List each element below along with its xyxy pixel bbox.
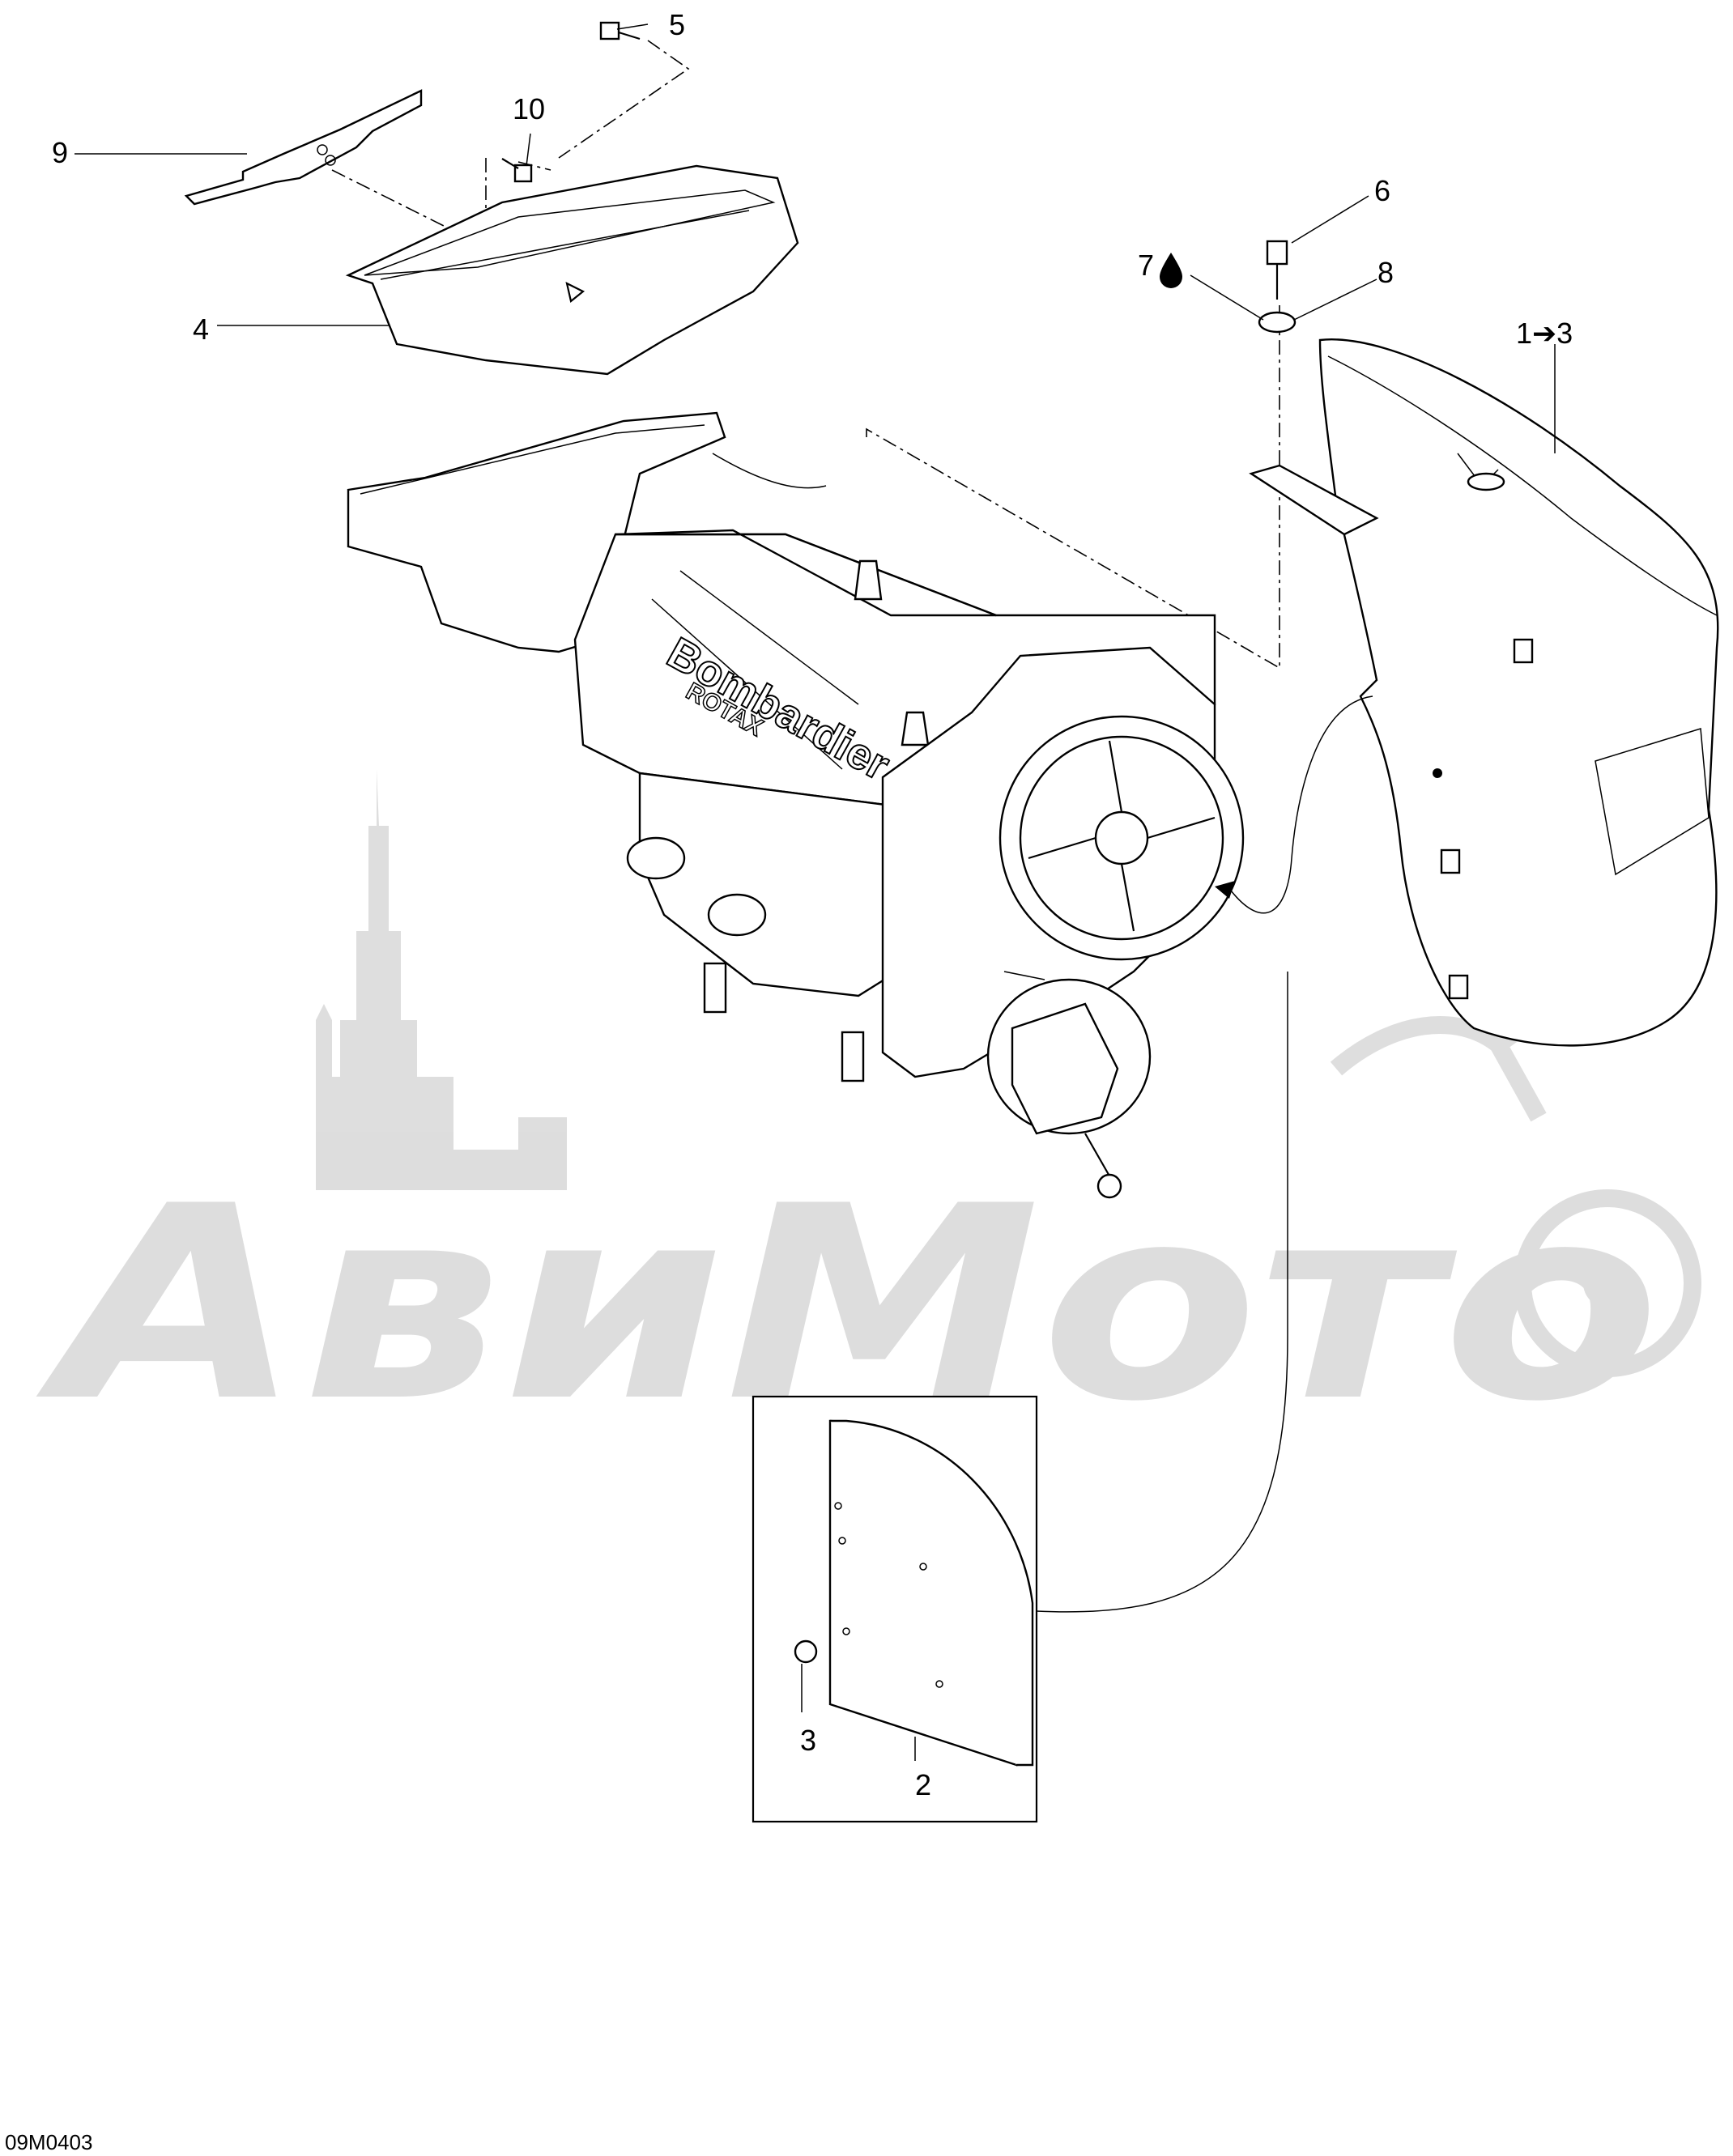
panel-to-cowl-line xyxy=(1036,972,1288,1613)
callout-10: 10 xyxy=(513,92,545,125)
oil-drop-icon xyxy=(1160,253,1182,288)
screw-part-10 xyxy=(501,158,533,183)
bracket-part-9 xyxy=(184,89,423,206)
engine-assembly: Bombardier ROTAX xyxy=(347,411,1245,1199)
washer-part-8 xyxy=(1258,311,1297,334)
callout-2: 2 xyxy=(915,1768,931,1801)
watermark-wheel-hub xyxy=(1583,1259,1632,1308)
callout-9: 9 xyxy=(52,136,68,169)
cowl-to-engine-arrow xyxy=(1230,695,1373,914)
inset-panel xyxy=(752,1395,1038,1823)
arrow-head xyxy=(1215,881,1235,899)
callout-8: 8 xyxy=(1377,256,1394,289)
cowl-dot xyxy=(1433,768,1442,778)
watermark: АвиМото xyxy=(32,769,1701,1460)
drawing-code: 09M0403 xyxy=(5,2130,92,2154)
screw-part-5 xyxy=(599,21,641,40)
callout-3: 3 xyxy=(800,1724,816,1757)
leader-lines xyxy=(75,23,1556,1761)
callout-5: 5 xyxy=(669,8,685,41)
bolt-part-6 xyxy=(1266,240,1288,300)
callout-7: 7 xyxy=(1138,249,1154,282)
watermark-skyline xyxy=(316,769,567,1190)
callouts: 5 10 9 4 6 7 8 1➔3 3 2 xyxy=(52,8,1573,1801)
callout-4: 4 xyxy=(193,313,209,346)
callout-1-3: 1➔3 xyxy=(1516,317,1573,350)
fan-cowl-part-1-3 xyxy=(1249,338,1719,1047)
watermark-text: АвиМото xyxy=(32,1149,1660,1460)
callout-6: 6 xyxy=(1374,174,1390,207)
watermark-wheel xyxy=(1514,1189,1701,1377)
intake-shroud-part-4 xyxy=(345,164,799,376)
